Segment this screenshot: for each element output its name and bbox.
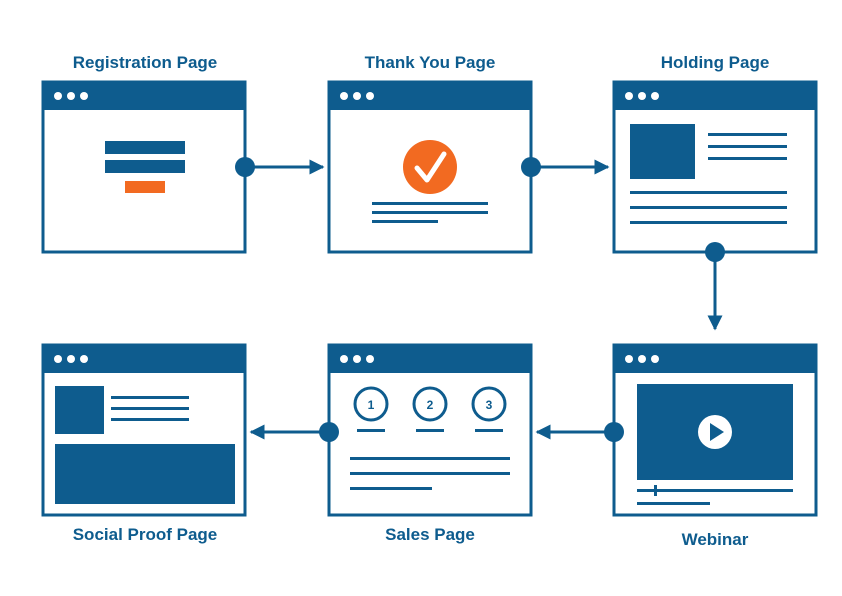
- label-holding: Holding Page: [660, 53, 770, 72]
- text-line: [630, 206, 787, 209]
- connector-thank-you-to-holding: [521, 157, 610, 177]
- window-dots-icon: [340, 355, 374, 363]
- step-3: 3: [471, 386, 507, 432]
- label-webinar: Webinar: [681, 530, 749, 549]
- text-line: [630, 191, 787, 194]
- window-social-proof: [41, 343, 247, 517]
- label-thank-you: Thank You Page: [364, 53, 496, 72]
- text-line: [630, 221, 787, 224]
- text-line: [350, 457, 510, 460]
- text-line: [372, 202, 488, 205]
- progress-handle: [654, 485, 657, 496]
- window-webinar: [612, 343, 818, 517]
- avatar-placeholder: [55, 386, 104, 434]
- text-line: [350, 487, 432, 490]
- play-icon: [698, 415, 732, 449]
- step-underline: [357, 429, 385, 432]
- text-line: [111, 418, 189, 421]
- text-line: [708, 133, 787, 136]
- window-dots-icon: [54, 92, 88, 100]
- window-registration: [41, 80, 247, 254]
- window-dots-icon: [625, 355, 659, 363]
- label-social-proof: Social Proof Page: [72, 525, 218, 544]
- progress-track: [637, 489, 793, 492]
- connector-sales-to-social-proof: [249, 422, 339, 442]
- step-underline: [416, 429, 444, 432]
- step-2: 2: [412, 386, 448, 432]
- window-sales: 1 2 3: [327, 343, 533, 517]
- label-registration: Registration Page: [72, 53, 218, 72]
- text-line: [111, 396, 189, 399]
- window-dots-icon: [625, 92, 659, 100]
- form-submit-button: [125, 181, 165, 193]
- text-line: [372, 220, 438, 223]
- form-field-1: [105, 141, 185, 154]
- text-line: [708, 145, 787, 148]
- window-thank-you: [327, 80, 533, 254]
- text-line: [708, 157, 787, 160]
- checkmark-icon: [403, 140, 457, 194]
- text-line: [111, 407, 189, 410]
- step-number: 1: [368, 398, 375, 412]
- connector-webinar-to-sales: [535, 422, 624, 442]
- step-underline: [475, 429, 503, 432]
- window-dots-icon: [340, 92, 374, 100]
- label-sales: Sales Page: [385, 525, 475, 544]
- text-line: [372, 211, 488, 214]
- text-line: [350, 472, 510, 475]
- step-number: 3: [486, 398, 493, 412]
- image-placeholder: [630, 124, 695, 179]
- connector-holding-to-webinar: [705, 242, 725, 331]
- step-1: 1: [353, 386, 389, 432]
- window-dots-icon: [54, 355, 88, 363]
- connector-registration-to-thank-you: [235, 157, 325, 177]
- window-holding: [612, 80, 818, 254]
- form-field-2: [105, 160, 185, 173]
- text-line: [637, 502, 710, 505]
- testimonial-block: [55, 444, 235, 504]
- step-number: 2: [427, 398, 434, 412]
